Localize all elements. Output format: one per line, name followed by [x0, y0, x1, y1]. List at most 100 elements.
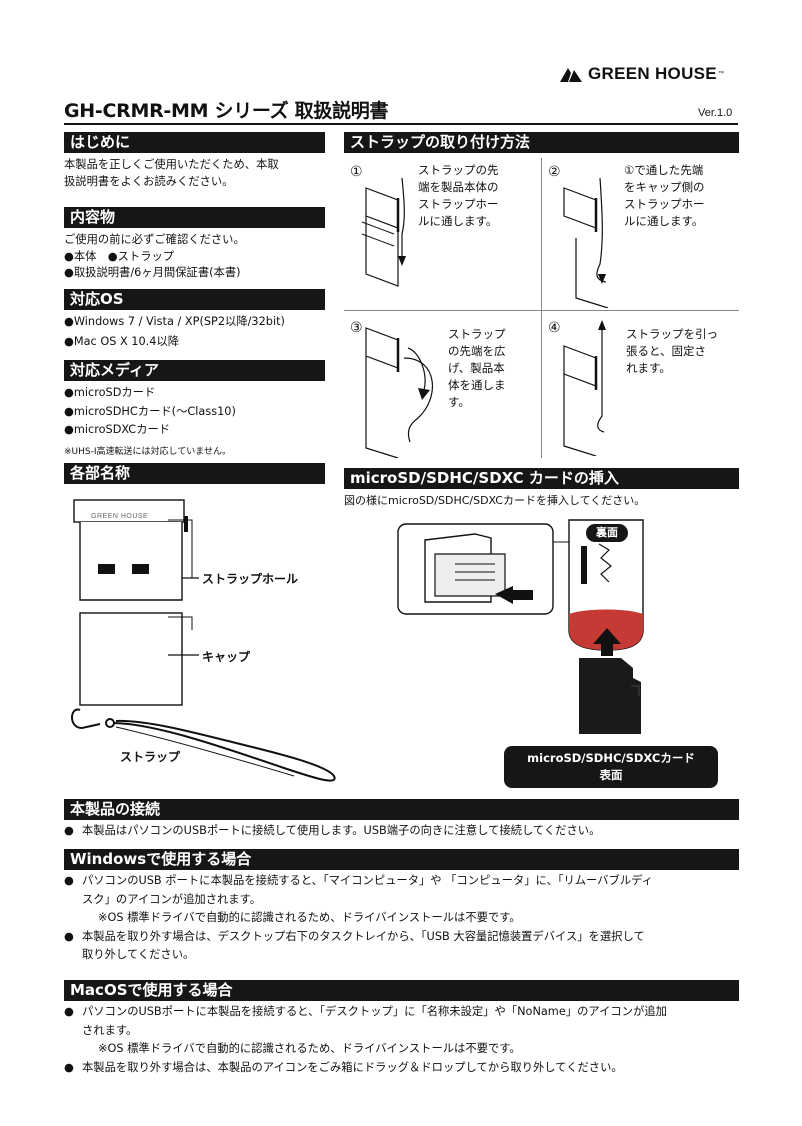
windows-note: ※OS 標準ドライバで自動的に認識されるため、ドライバインストールは不要です。 — [98, 911, 521, 924]
intro-line: 扱説明書をよくお読みください。 — [64, 174, 234, 188]
caption-line: 表面 — [599, 768, 623, 782]
macos-text: ● パソコンのUSBポートに本製品を接続すると、「デスクトップ」に「名称未設定」… — [64, 1003, 667, 1077]
strap-step-2: ② ①で通した先端 をキャップ側の ストラップホー ルに通します。 — [542, 158, 739, 308]
bullet-icon: ● — [64, 874, 74, 887]
section-heading-macos: MacOSで使用する場合 — [64, 980, 739, 1001]
step-line: の先端を広 — [448, 344, 506, 358]
strap-steps-grid: ① ストラップの先 端を製品本体の ストラップホー ルに通します。 ② ①で通し… — [344, 158, 739, 458]
bullet-icon: ● — [64, 1005, 74, 1018]
strap-step-1: ① ストラップの先 端を製品本体の ストラップホー ルに通します。 — [344, 158, 541, 308]
macos-item-1: ● パソコンのUSBポートに本製品を接続すると、「デスクトップ」に「名称未設定」… — [64, 1003, 667, 1022]
step-line: 張ると、固定さ — [626, 344, 707, 358]
step-line: げ、製品本 — [448, 361, 505, 375]
section-heading-intro: はじめに — [64, 132, 325, 153]
windows-line: 取り外してください。 — [82, 948, 195, 961]
media-line: ●microSDHCカード(～Class10) — [64, 404, 236, 418]
step-text: ストラップの先 端を製品本体の ストラップホー ルに通します。 — [418, 162, 499, 230]
windows-item-1: ● パソコンのUSB ポートに本製品を接続すると、「マイコンピュータ」や 「コン… — [64, 872, 653, 891]
media-line: ●microSDXCカード — [64, 423, 171, 436]
strap-step-4: ④ ストラップを引っ 張ると、固定さ れます。 — [542, 314, 739, 464]
step-line: ストラップホー — [418, 197, 499, 211]
strap-illustration — [71, 708, 336, 782]
section-heading-windows: Windowsで使用する場合 — [64, 849, 739, 870]
card-front-caption: microSD/SDHC/SDXCカード 表面 — [504, 746, 718, 788]
brand-name: GREEN HOUSE — [588, 64, 717, 83]
cap-illustration — [79, 612, 199, 706]
step-text: ①で通した先端 をキャップ側の ストラップホー ルに通します。 — [624, 162, 705, 230]
card-insert-illustration — [397, 519, 644, 734]
section-heading-strap-steps: ストラップの取り付け方法 — [344, 132, 739, 153]
step-line: ストラップを引っ — [626, 327, 718, 341]
strap-hole-label: ストラップホール — [202, 572, 299, 586]
macos-note: ※OS 標準ドライバで自動的に認識されるため、ドライバインストールは不要です。 — [98, 1042, 521, 1055]
device-print-label: GREEN HOUSE — [91, 513, 149, 520]
step-4-illustration — [563, 320, 606, 456]
connection-text: ● 本製品はパソコンのUSBポートに接続して使用します。USB端子の向きに注意し… — [64, 822, 600, 841]
connection-item: ● 本製品はパソコンのUSBポートに接続して使用します。USB端子の向きに注意し… — [64, 822, 600, 841]
step-line: す。 — [448, 395, 470, 409]
windows-item-2: ● 本製品を取り外す場合は、デスクトップ右下のタスクトレイから、「USB 大容量… — [64, 928, 653, 947]
document-title: GH-CRMR-MM シリーズ 取扱説明書 — [64, 100, 389, 122]
macos-line: されます。 — [82, 1023, 138, 1037]
media-note: ※UHS-I高速転送には対応していません。 — [64, 447, 231, 457]
header-rule — [64, 123, 738, 125]
section-heading-contents: 内容物 — [64, 207, 325, 228]
intro-text: 本製品を正しくご使用いただくため、本取 扱説明書をよくお読みください。 — [64, 157, 279, 190]
macos-item-2: ● 本製品を取り外す場合は、本製品のアイコンをごみ箱にドラッグ＆ドロップしてから… — [64, 1059, 667, 1078]
step-line: ルに通します。 — [624, 214, 704, 228]
bullet-icon: ● — [64, 1060, 74, 1074]
parts-illustration — [71, 499, 336, 782]
strap-step-3: ③ ストラップ の先端を広 げ、製品本 体を通しま す。 — [344, 314, 541, 464]
step-line: ルに通します。 — [418, 214, 498, 228]
section-heading-card-insert: microSD/SDHC/SDXC カードの挿入 — [344, 468, 739, 489]
windows-line: 本製品を取り外す場合は、デスクトップ右下のタスクトレイから、「USB 大容量記憶… — [82, 929, 645, 943]
section-heading-os: 対応OS — [64, 289, 325, 310]
step-line: ストラップホー — [624, 197, 705, 211]
step-text: ストラップを引っ 張ると、固定さ れます。 — [626, 326, 718, 377]
step-3-illustration — [365, 327, 433, 458]
media-text: ●microSDカード ●microSDHCカード(～Class10) ●mic… — [64, 385, 236, 439]
brand-tm: ™ — [717, 71, 725, 77]
section-heading-media: 対応メディア — [64, 360, 325, 381]
section-heading-connection: 本製品の接続 — [64, 799, 739, 820]
windows-item-2-cont: 取り外してください。 — [64, 946, 653, 965]
contents-line: ●取扱説明書/6ヶ月間保証書(本書) — [64, 266, 241, 279]
device-body-illustration — [73, 499, 199, 601]
step-text: ストラップ の先端を広 げ、製品本 体を通しま す。 — [448, 326, 506, 411]
bullet-icon: ● — [64, 929, 74, 943]
contents-line: ご使用の前に必ずご確認ください。 — [64, 233, 245, 246]
cap-label: キャップ — [202, 650, 251, 664]
brand-mark-icon — [560, 68, 582, 82]
step-line: ①で通した先端 — [624, 163, 704, 177]
section-heading-parts: 各部名称 — [64, 463, 325, 484]
os-line: ●Windows 7 / Vista / XP(SP2以降/32bit) — [64, 315, 285, 328]
macos-line: 本製品を取り外す場合は、本製品のアイコンをごみ箱にドラッグ＆ドロップしてから取り… — [82, 1060, 623, 1074]
version-label: Ver.1.0 — [698, 107, 733, 119]
windows-line: スク」のアイコンが追加されます。 — [82, 892, 262, 906]
os-text: ●Windows 7 / Vista / XP(SP2以降/32bit) ●Ma… — [64, 314, 285, 350]
contents-line: ●本体 ●ストラップ — [64, 249, 175, 263]
step-number: ② — [548, 164, 561, 180]
card-insert-instruction: 図の様にmicroSD/SDHC/SDXCカードを挿入してください。 — [344, 494, 646, 507]
step-line: れます。 — [626, 361, 671, 375]
media-line: ●microSDカード — [64, 386, 156, 399]
step-line: 体を通しま — [448, 378, 506, 392]
caption-line: microSD/SDHC/SDXCカード — [527, 751, 695, 765]
windows-text: ● パソコンのUSB ポートに本製品を接続すると、「マイコンピュータ」や 「コン… — [64, 872, 653, 965]
bullet-icon: ● — [64, 824, 74, 837]
step-line: 端を製品本体の — [418, 180, 499, 194]
step-2-illustration — [563, 178, 609, 308]
back-side-badge: 裏面 — [586, 524, 628, 542]
os-line: ●Mac OS X 10.4以降 — [64, 334, 180, 348]
step-line: ストラップ — [448, 327, 506, 341]
grid-divider — [344, 310, 739, 311]
strap-label: ストラップ — [120, 750, 181, 764]
connection-line: 本製品はパソコンのUSBポートに接続して使用します。USB端子の向きに注意して接… — [82, 824, 601, 837]
step-line: をキャップ側の — [624, 180, 705, 194]
intro-line: 本製品を正しくご使用いただくため、本取 — [64, 158, 279, 171]
step-1-illustration — [361, 178, 406, 287]
grid-divider — [541, 158, 542, 458]
step-number: ③ — [350, 320, 363, 336]
step-number: ① — [350, 164, 363, 180]
